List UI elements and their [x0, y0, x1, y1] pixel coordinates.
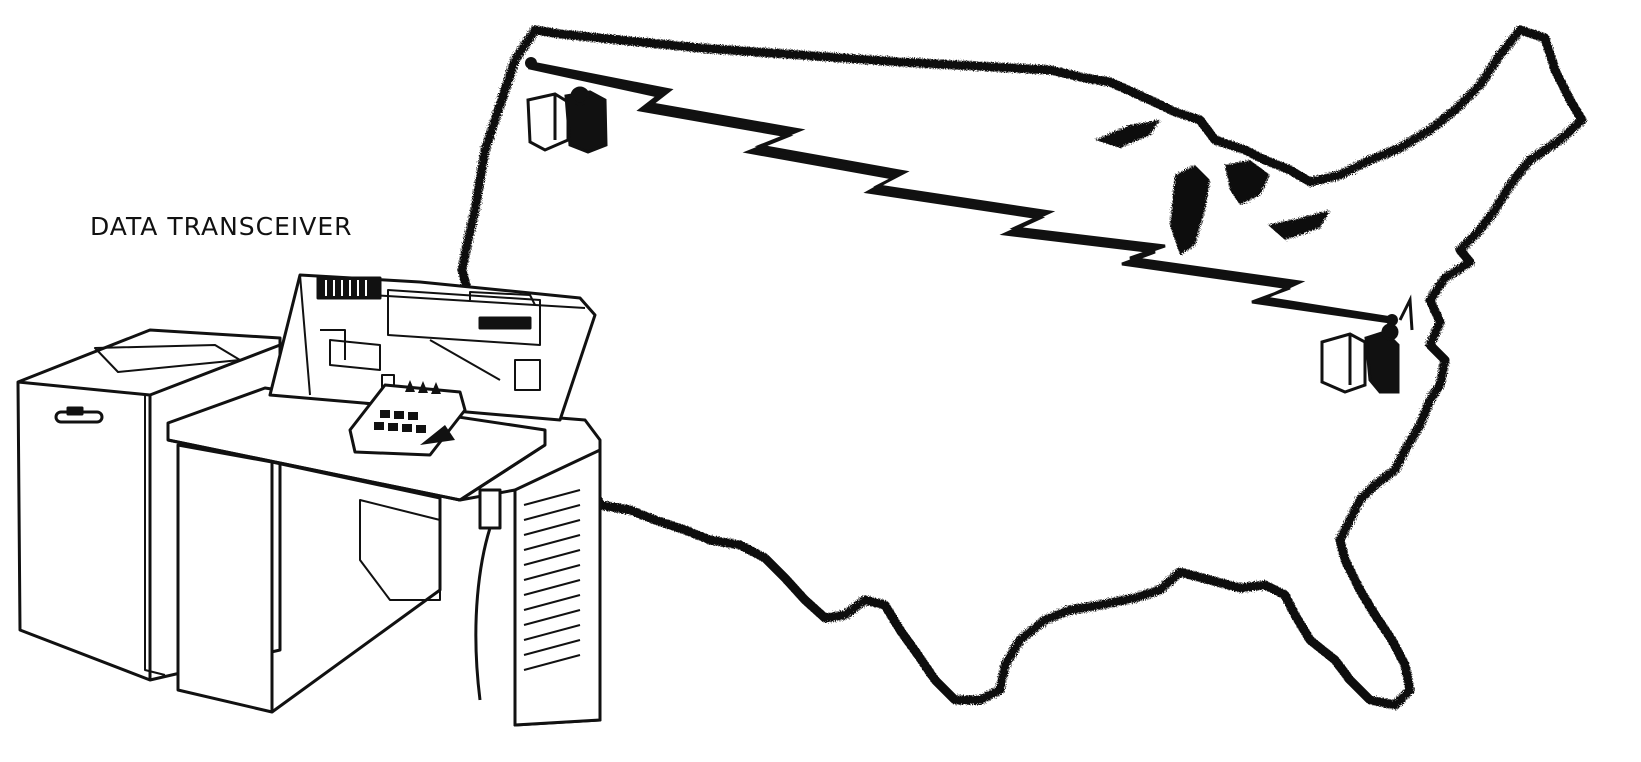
west-endpoint-dot: [525, 57, 537, 69]
transceiver-machine-icon: [18, 275, 600, 725]
transceiver-caption: DATA TRANSCEIVER: [90, 212, 353, 241]
lightning-bolt-icon: [530, 63, 1392, 322]
usa-map-icon: [462, 30, 1582, 705]
west-operator-terminal-icon: [528, 88, 606, 152]
